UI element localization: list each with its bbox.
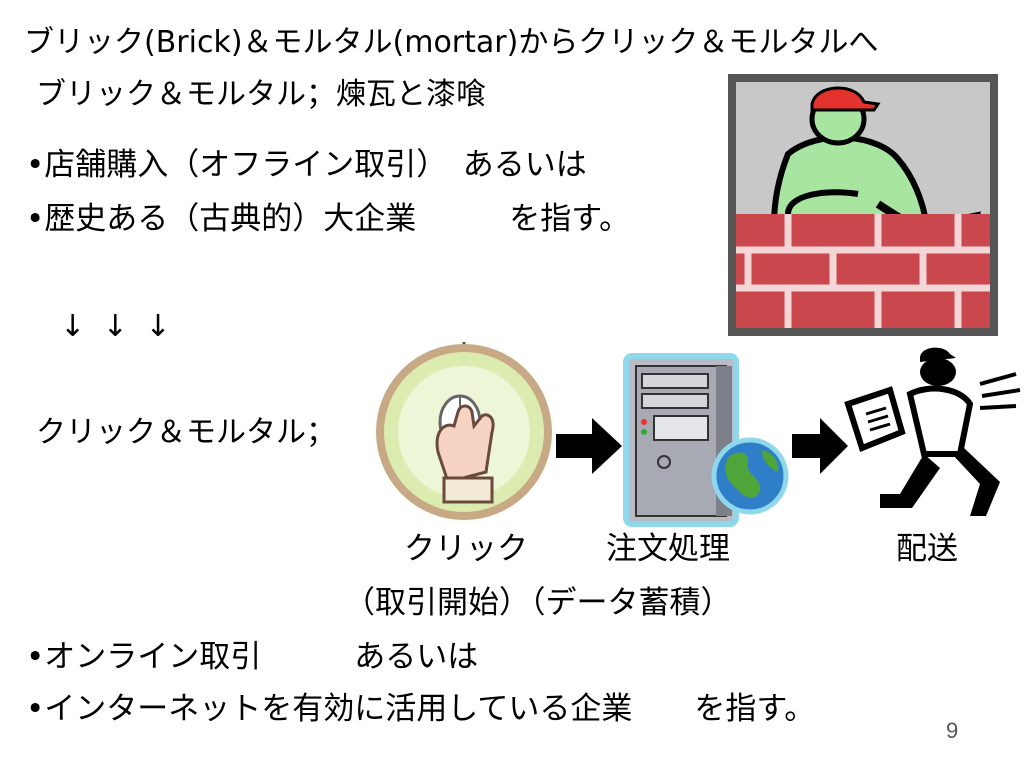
right-arrow-icon <box>556 418 622 474</box>
flow-label-delivery: 配送 <box>896 531 958 567</box>
bullet-online: •オンライン取引 あるいは <box>26 639 479 675</box>
server-globe-icon <box>623 353 789 527</box>
down-arrows: ↓ ↓ ↓ <box>60 309 175 344</box>
bullet-classic-company: •歴史ある（古典的）大企業 を指す。 <box>26 201 631 237</box>
flow-label-parenthetical: （取引開始）（データ蓄積） <box>344 585 732 621</box>
bullet-internet-company: •インターネットを有効に活用している企業 を指す。 <box>26 691 816 727</box>
flow-label-order-processing: 注文処理 <box>606 531 730 567</box>
slide-subtitle: ブリック＆モルタル；煉瓦と漆喰 <box>36 77 486 112</box>
running-courier-icon <box>844 347 1021 516</box>
bullet-offline: •店舗購入（オフライン取引） あるいは <box>26 147 587 183</box>
flow-label-click: クリック <box>404 531 528 567</box>
page-number: 9 <box>946 718 959 743</box>
click-mortar-label: クリック＆モルタル； <box>36 415 336 450</box>
bricklayer-clipart-icon <box>728 74 998 336</box>
right-arrow-icon <box>792 418 848 474</box>
slide-title: ブリック(Brick)＆モルタル(mortar)からクリック＆モルタルへ <box>24 25 879 60</box>
mouse-click-icon <box>376 342 552 520</box>
